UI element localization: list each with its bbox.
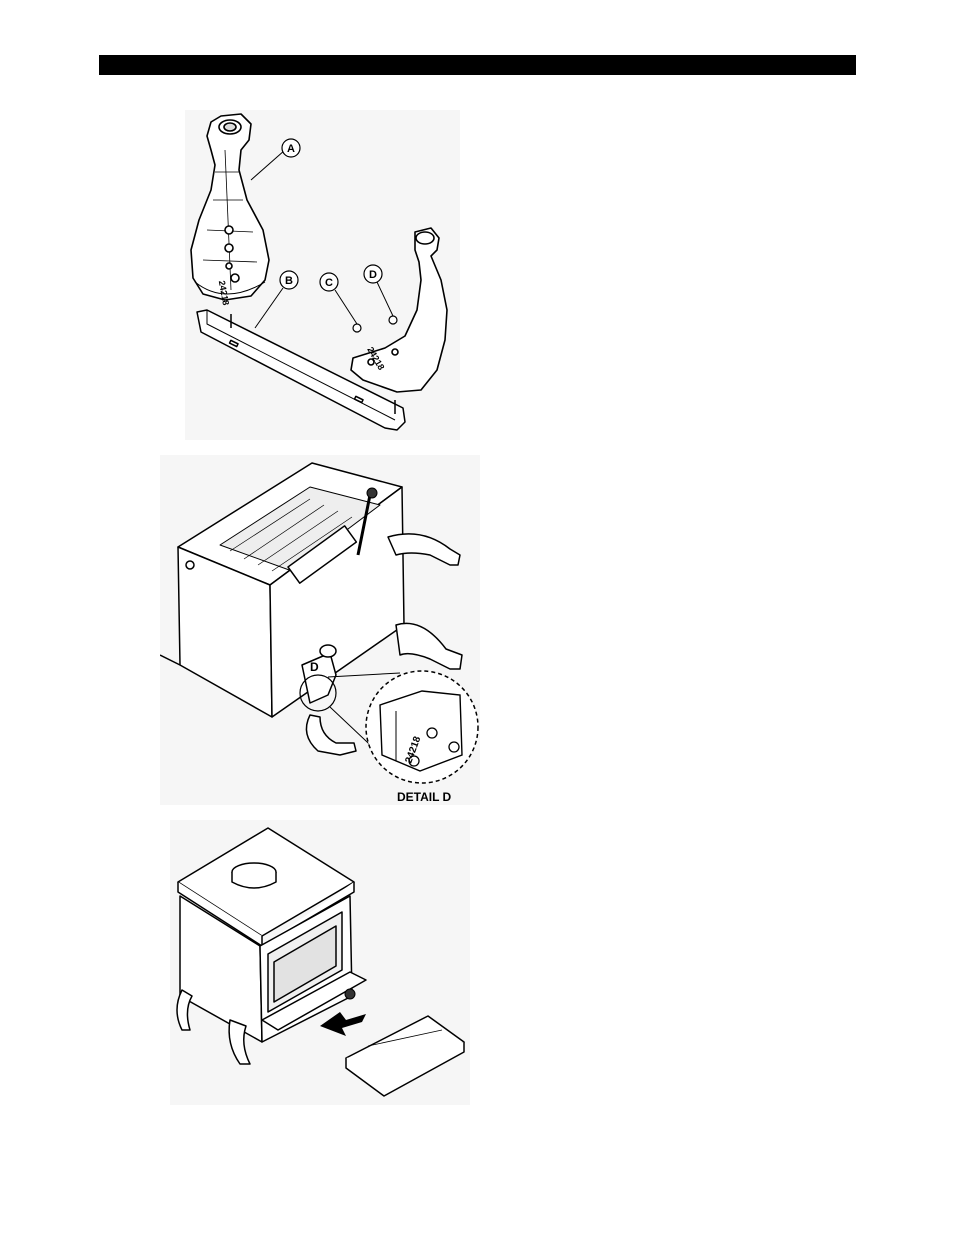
stove-body-inverted: [160, 462, 405, 718]
rail-b-drawing: [196, 309, 406, 431]
leg-a-drawing: [190, 113, 270, 301]
callout-b: B: [285, 275, 293, 287]
header-bar: [99, 55, 856, 75]
stove-legs: [301, 533, 463, 756]
detail-caption: DETAIL D: [397, 790, 452, 804]
callout-b-circle: [279, 270, 299, 290]
callout-d: D: [369, 269, 377, 281]
detail-marker: D: [310, 660, 319, 674]
detail-circle-small: [299, 674, 337, 712]
drawer-knob: [344, 988, 356, 1000]
figure-stove-leg-install: D 24218 DETAIL D: [160, 455, 480, 805]
nut-c: [352, 323, 362, 333]
figure-stove-ash-pan: [170, 820, 470, 1105]
callout-a-circle: [281, 138, 301, 158]
callout-a: A: [287, 143, 295, 155]
nut-d: [388, 315, 398, 325]
insert-arrow: [320, 1012, 366, 1036]
leg-right-drawing: [350, 227, 448, 393]
ash-pan-drawing: [345, 1015, 465, 1097]
callout-d-circle: [363, 264, 383, 284]
leg-a-part-number: 24218: [217, 280, 231, 306]
handle-tool: [356, 494, 372, 556]
figure-leg-parts: 24218 A B 24218 C: [185, 110, 460, 440]
callout-c: C: [325, 277, 333, 289]
detail-d-zoom: [365, 670, 479, 784]
stove-body-upright: [176, 827, 367, 1065]
callout-c-circle: [319, 272, 339, 292]
